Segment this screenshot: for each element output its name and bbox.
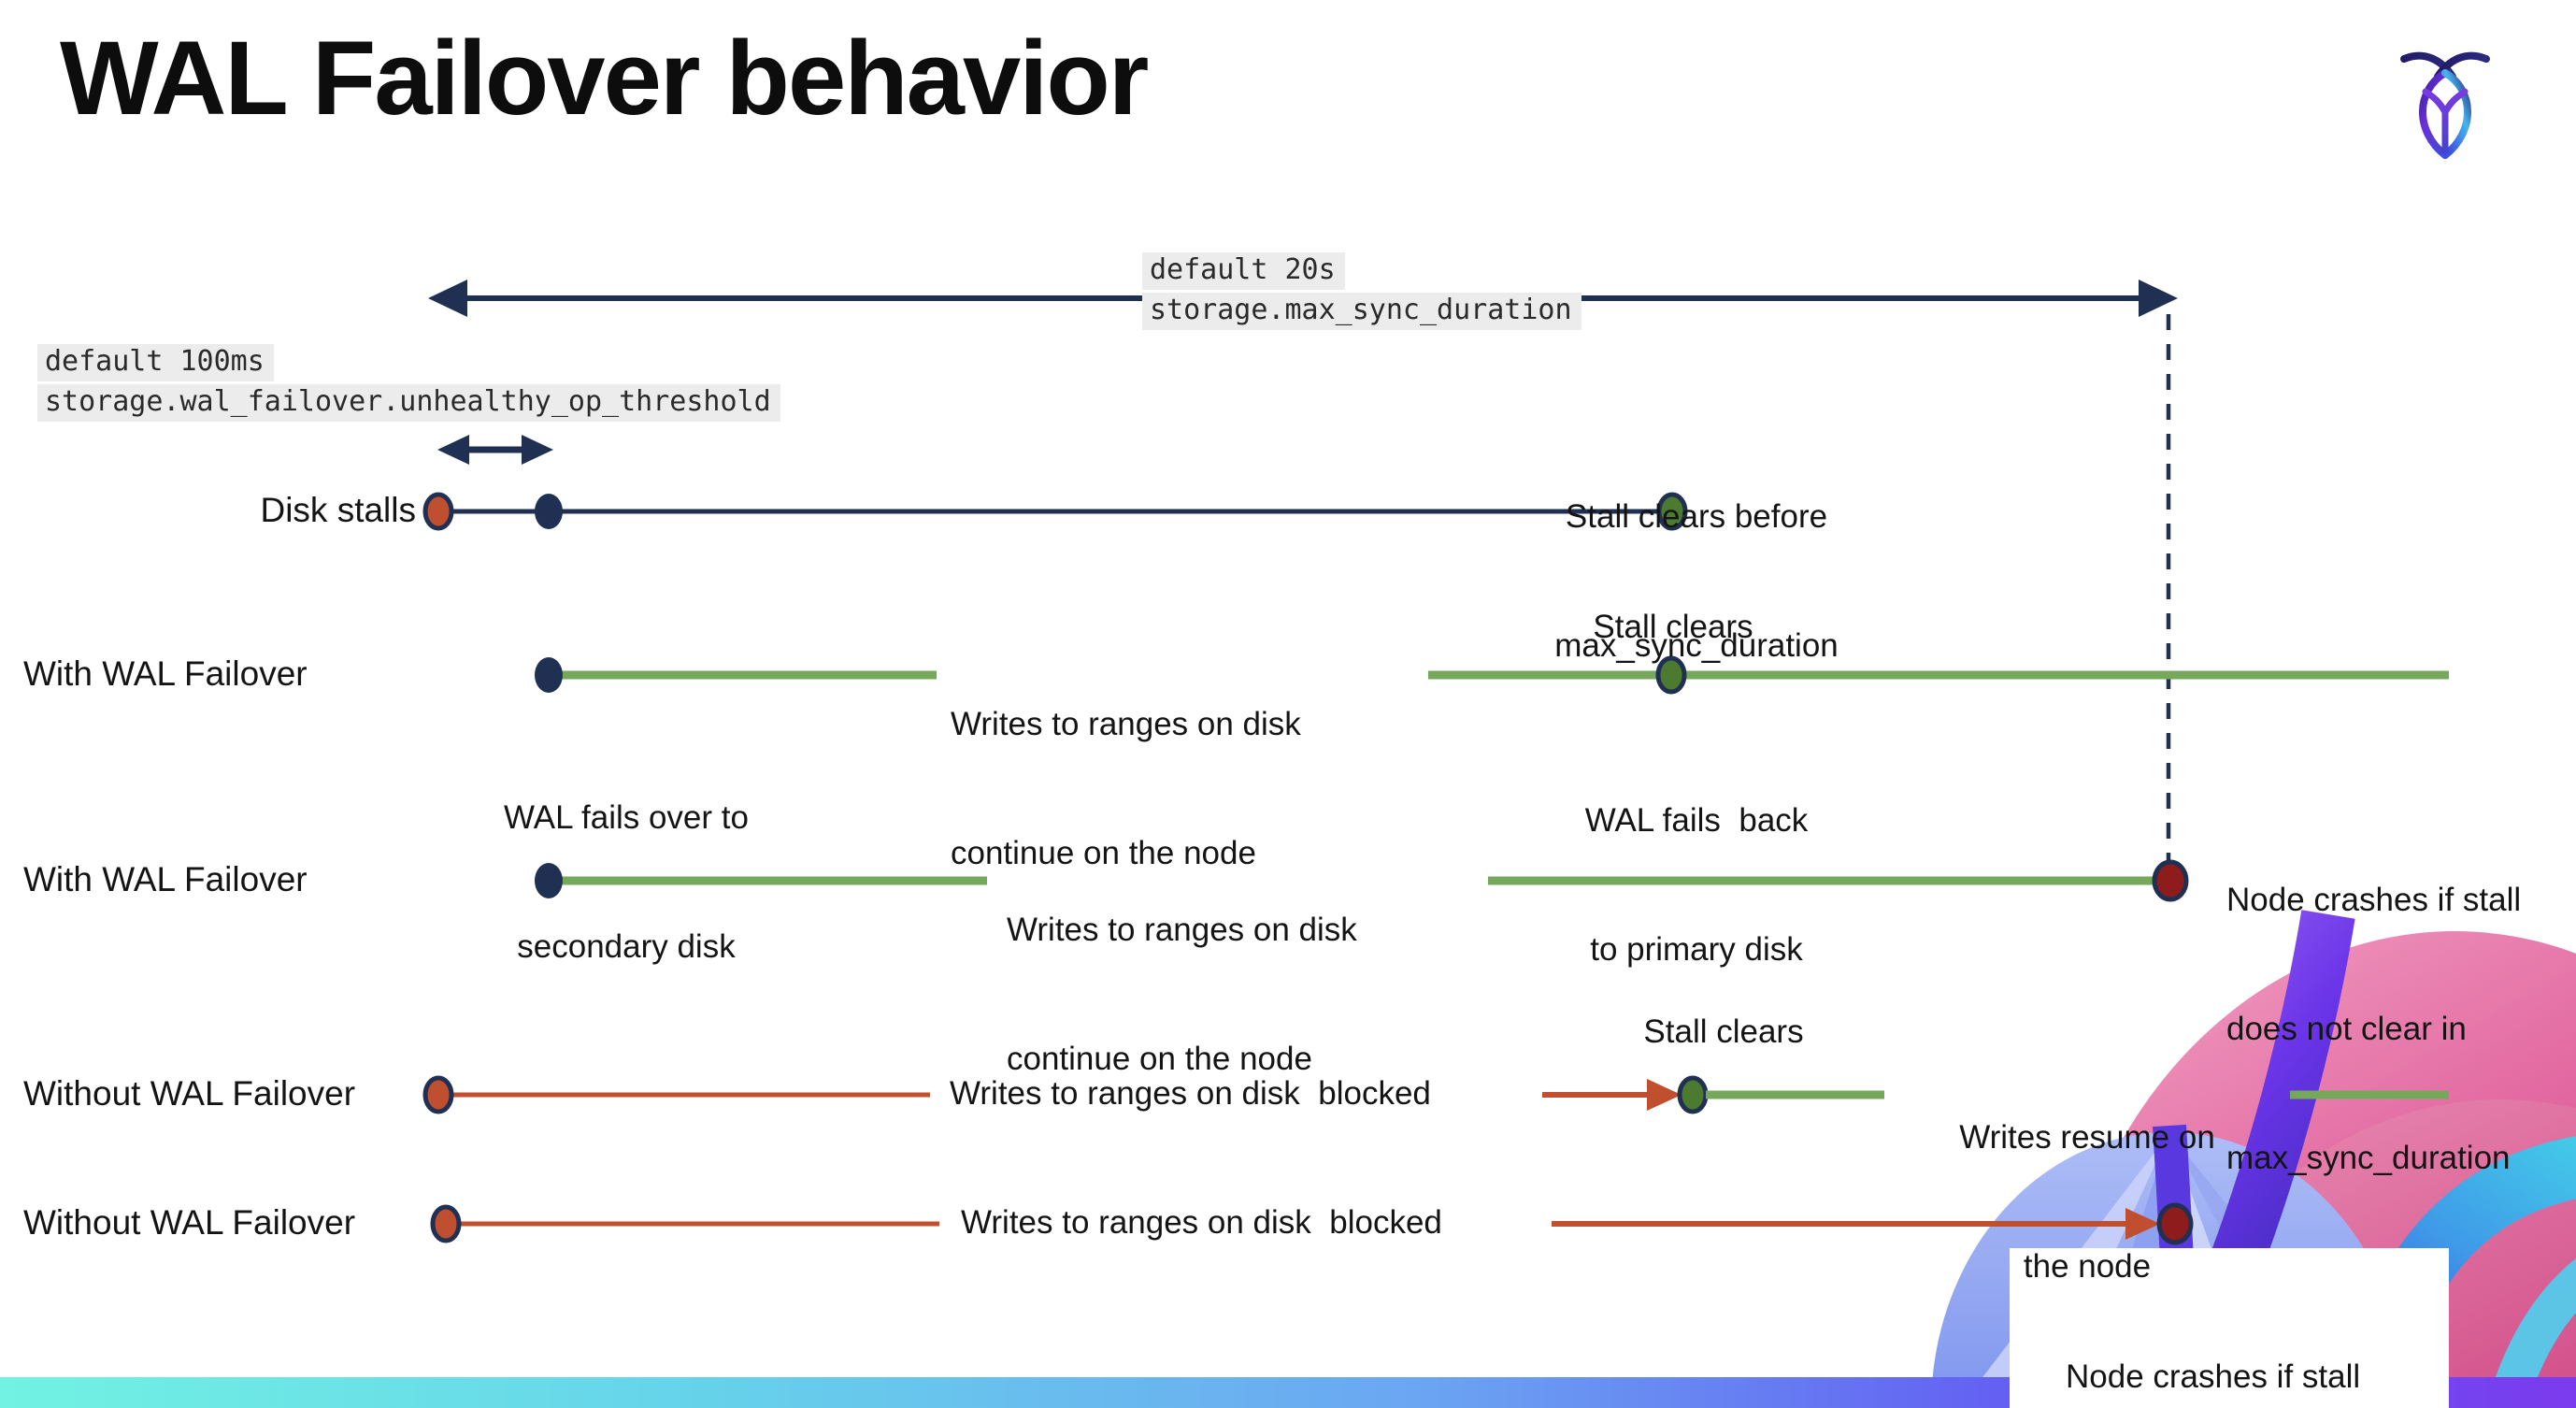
wal-fails-over-note: WAL fails over to secondary disk xyxy=(504,799,749,965)
stall-start-dot xyxy=(430,1204,462,1243)
writes-resume-note: Writes resume on the node xyxy=(1959,1119,2215,1285)
writes-continue-note-1: Writes to ranges on disk continue on the… xyxy=(951,706,1301,871)
wal-fails-back-note: WAL fails back to primary disk xyxy=(1584,802,1809,968)
cockroachdb-logo-icon xyxy=(2400,51,2490,159)
stall-clear-dot xyxy=(1677,1075,1709,1114)
threshold-default-chip: default 100ms xyxy=(37,344,274,381)
stall-clear-dot xyxy=(1656,492,1688,531)
stall-start-dot xyxy=(422,1075,454,1114)
max-sync-duration-label: default 20s storage.max_sync_duration xyxy=(1142,252,1581,333)
stall-clear-dot xyxy=(1655,655,1687,695)
row-label-with-wal-failover-2: With WAL Failover xyxy=(23,860,308,899)
page-title: WAL Failover behavior xyxy=(60,20,1149,136)
writes-blocked-note-2: Writes to ranges on disk blocked xyxy=(961,1204,1442,1242)
crash-note-box xyxy=(2010,1248,2449,1408)
node-crashes-note-1: Node crashes if stall does not clear in … xyxy=(2226,882,2522,1176)
stall-start-dot xyxy=(422,492,454,531)
row-label-with-wal-failover-1: With WAL Failover xyxy=(23,654,308,694)
blocked-arrowhead xyxy=(2125,1208,2160,1240)
row-label-without-wal-failover-1: Without WAL Failover xyxy=(23,1074,356,1113)
writes-continue-note-2: Writes to ranges on disk continue on the… xyxy=(1007,912,1357,1077)
crash-dot xyxy=(2156,1202,2194,1245)
failover-dot xyxy=(535,657,563,693)
max-sync-setting-chip: storage.max_sync_duration xyxy=(1142,293,1581,330)
writes-blocked-note-1: Writes to ranges on disk blocked xyxy=(950,1075,1431,1113)
threshold-reached-dot xyxy=(535,494,563,529)
threshold-arrow xyxy=(437,435,553,465)
stall-clears-note-1: Stall clears xyxy=(1593,609,1753,645)
row-label-without-wal-failover-2: Without WAL Failover xyxy=(23,1203,356,1243)
blocked-arrowhead xyxy=(1647,1079,1682,1111)
threshold-setting-chip: storage.wal_failover.unhealthy_op_thresh… xyxy=(37,384,780,422)
threshold-label: default 100ms storage.wal_failover.unhea… xyxy=(37,344,780,424)
failover-dot xyxy=(535,863,563,898)
crash-dot xyxy=(2152,859,2189,902)
node-crashes-note-2: Node crashes if stall does not clear in … xyxy=(2066,1358,2361,1395)
row-label-disk-stalls: Disk stalls xyxy=(260,491,416,530)
max-sync-default-chip: default 20s xyxy=(1142,252,1345,290)
stall-clears-before-note: Stall clears before max_sync_duration xyxy=(1554,498,1839,664)
stall-clears-note-2: Stall clears xyxy=(1643,1013,1804,1050)
